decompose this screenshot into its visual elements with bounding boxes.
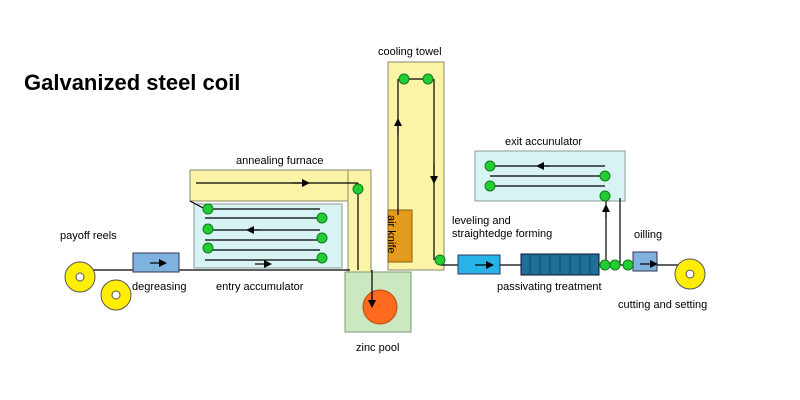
label-oilling: oilling bbox=[634, 229, 662, 241]
recoiler-reel bbox=[674, 258, 706, 290]
label-entry-accumulator: entry accumulator bbox=[216, 281, 304, 293]
label-leveling-line1: leveling and bbox=[452, 215, 511, 227]
roller bbox=[434, 254, 446, 266]
roller bbox=[484, 160, 496, 172]
payoff-reel-2 bbox=[100, 279, 132, 311]
air-knife-block bbox=[387, 209, 413, 263]
roller bbox=[352, 183, 364, 195]
roller bbox=[202, 223, 214, 235]
label-degreasing: degreasing bbox=[132, 281, 186, 293]
oiling-box bbox=[632, 251, 658, 272]
label-exit-accumulator: exit accunulator bbox=[505, 136, 582, 148]
roller bbox=[316, 212, 328, 224]
passivating-box bbox=[520, 253, 600, 276]
direction-arrows bbox=[246, 118, 610, 308]
roller bbox=[599, 259, 611, 271]
zinc-pot bbox=[362, 289, 398, 325]
payoff-reel-1 bbox=[64, 261, 96, 293]
roller bbox=[202, 242, 214, 254]
label-cutting-and-setting: cutting and setting bbox=[618, 299, 707, 311]
roller bbox=[599, 190, 611, 202]
label-payoff-reels: payoff reels bbox=[60, 230, 117, 242]
label-leveling-line2: straightedge forming bbox=[452, 228, 552, 240]
roller bbox=[316, 252, 328, 264]
label-annealing-furnace: annealing furnace bbox=[236, 155, 323, 167]
label-cooling-towel: cooling towel bbox=[378, 46, 442, 58]
roller bbox=[609, 259, 621, 271]
annealing-furnace bbox=[189, 169, 372, 279]
roller bbox=[422, 73, 434, 85]
label-passivating-treatment: passivating treatment bbox=[497, 281, 602, 293]
roller bbox=[202, 203, 214, 215]
roller bbox=[316, 232, 328, 244]
label-zinc-pool: zinc pool bbox=[356, 342, 399, 354]
rollers bbox=[202, 73, 634, 271]
roller bbox=[398, 73, 410, 85]
roller bbox=[622, 259, 634, 271]
diagram-title: Galvanized steel coil bbox=[24, 70, 240, 95]
roller bbox=[599, 170, 611, 182]
roller bbox=[484, 180, 496, 192]
label-air-knife: air knife bbox=[385, 215, 397, 254]
